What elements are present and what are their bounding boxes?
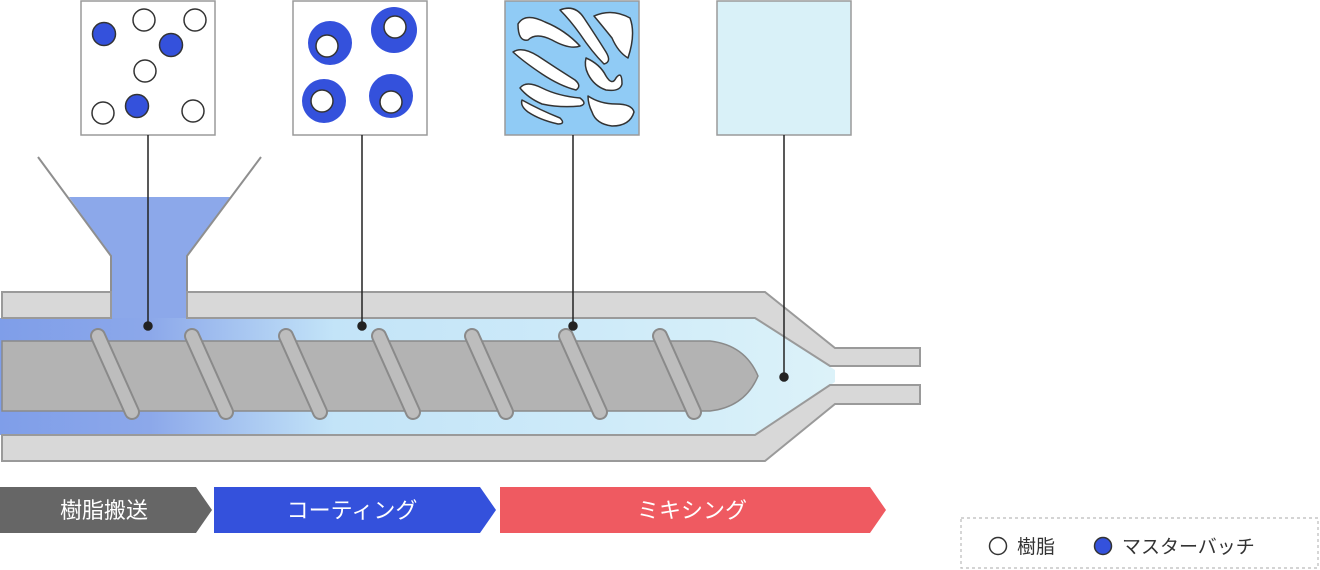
stretched-resin [517,16,581,48]
leader-dot-coating [357,321,367,331]
masterbatch-pellet [91,21,117,47]
barrel-top-wall-left [1,291,112,319]
resin-pellet [183,8,207,32]
legend: 樹脂 マスターバッチ [960,517,1319,569]
stage-arrows: 樹脂搬送 コーティング ミキシング [0,487,886,533]
screw-flight [466,330,512,418]
screw-flight [373,330,419,418]
hopper-resin-fill [69,197,230,320]
stage-feed: 樹脂搬送 [0,487,212,533]
coated-pellet [371,7,417,53]
hopper-right-wall [186,156,262,292]
stretched-resin [519,83,585,108]
screw-flight [560,330,606,418]
stage-mixing-arrow [500,487,886,533]
stage-coating: コーティング [214,487,496,533]
stage-coating-label: コーティング [287,499,418,524]
legend-resin-icon [988,536,1008,556]
masterbatch-pellet [124,93,150,119]
resin-pellet [181,99,205,123]
stretched-resin [512,49,580,91]
hopper [37,156,262,320]
screw-flight [280,330,326,418]
leader-dot-mixing [568,321,578,331]
masterbatch-pellet [158,32,184,58]
stage-coating-arrow [214,487,496,533]
leader-dot-feed [143,321,153,331]
stretched-resin [584,57,623,92]
resin-pellet [91,101,115,125]
screw-flight [186,330,232,418]
stretched-resin [587,95,635,127]
resin-pellet [132,8,156,32]
screw-flight [654,330,700,418]
stage-mixing-label: ミキシング [637,499,747,524]
screw [1,328,759,420]
stage-feed-arrow [0,487,212,533]
hopper-left-wall [37,156,112,292]
screw-flight [92,330,138,418]
stage-feed-label: 樹脂搬送 [60,499,148,524]
barrel [1,291,921,462]
barrel-bottom-wall [1,384,921,462]
leader-lines [143,135,789,382]
stretched-resin [559,7,610,65]
leader-dot-final [779,372,789,382]
sample-panel-feed [80,0,216,136]
stretched-resin [593,11,634,59]
sample-panel-final [716,0,852,136]
legend-masterbatch-label: マスターバッチ [1122,536,1255,558]
screw-flights [90,328,702,420]
sample-panel-mixing [504,0,640,136]
coated-pellet [302,79,346,123]
legend-box [960,517,1319,569]
resin-pellet [133,59,157,83]
legend-resin-label: 樹脂 [1017,536,1055,558]
coated-pellet [369,74,413,118]
legend-masterbatch-icon [1093,536,1113,556]
coated-pellet [308,21,352,65]
barrel-top-wall [186,291,921,367]
stretched-resin [520,99,564,125]
sample-panel-coating [292,0,428,136]
stage-mixing: ミキシング [500,487,886,533]
